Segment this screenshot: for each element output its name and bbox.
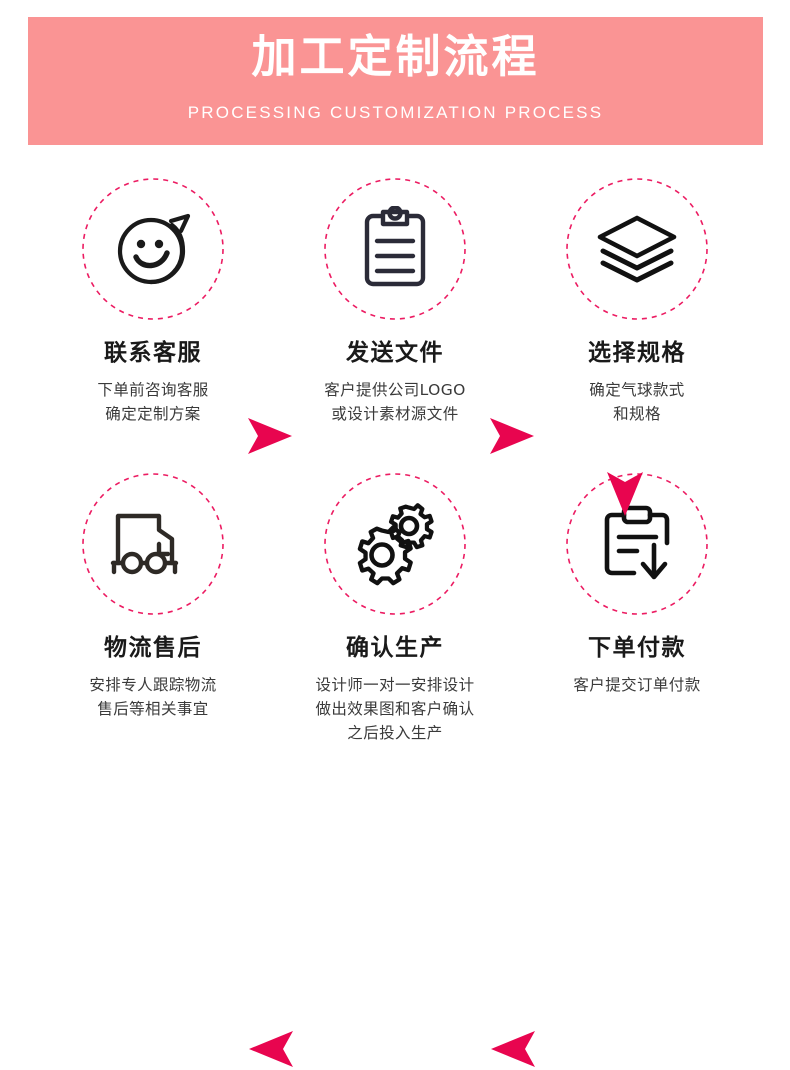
process-steps: 联系客服 下单前咨询客服 确定定制方案 — [0, 175, 790, 1067]
layers-stack-icon — [563, 175, 711, 323]
page-subtitle: PROCESSING CUSTOMIZATION PROCESS — [187, 103, 604, 122]
dashed-circle-ring — [324, 473, 466, 615]
step-description: 客户提交订单付款 — [512, 673, 762, 697]
desc-line: 售后等相关事宜 — [97, 700, 209, 719]
step-description: 设计师一对一安排设计 做出效果图和客户确认 之后投入生产 — [270, 673, 520, 745]
step-description: 安排专人跟踪物流 售后等相关事宜 — [28, 673, 278, 721]
step-description: 客户提供公司LOGO 或设计素材源文件 — [270, 378, 520, 426]
step-title: 物流售后 — [104, 635, 202, 661]
clipboard-document-icon — [321, 175, 469, 323]
step-title: 选择规格 — [588, 340, 686, 366]
arrow-step3-to-step4 — [604, 468, 646, 520]
desc-line: 客户提供公司LOGO — [324, 381, 466, 399]
dashed-circle-ring — [82, 473, 224, 615]
desc-line: 设计师一对一安排设计 — [315, 676, 475, 694]
step-choose-spec[interactable]: 选择规格 确定气球款式 和规格 — [512, 175, 762, 426]
desc-line: 确定定制方案 — [105, 405, 201, 424]
step-send-files[interactable]: 发送文件 客户提供公司LOGO 或设计素材源文件 — [270, 175, 520, 426]
step-title: 联系客服 — [104, 340, 202, 366]
steps-row-bottom: 物流售后 安排专人跟踪物流 售后等相关事宜 — [0, 470, 790, 1067]
arrow-step2-to-step3 — [486, 415, 538, 457]
step-icon-circle — [563, 470, 711, 618]
desc-line: 安排专人跟踪物流 — [89, 676, 217, 694]
step-title: 确认生产 — [346, 635, 444, 661]
header-banner: 加工定制流程 PROCESSING CUSTOMIZATION PROCESS — [28, 17, 763, 145]
arrow-step5-to-step6 — [487, 1028, 539, 1070]
gears-icon — [321, 470, 469, 618]
dashed-circle-ring — [566, 178, 708, 320]
step-place-order-payment[interactable]: 下单付款 客户提交订单付款 — [512, 470, 762, 697]
desc-line: 客户提交订单付款 — [573, 676, 701, 694]
step-icon-circle — [321, 470, 469, 618]
dashed-circle-ring — [82, 178, 224, 320]
step-icon-circle — [321, 175, 469, 323]
step-title: 发送文件 — [346, 340, 444, 366]
dashed-circle-ring — [324, 178, 466, 320]
step-logistics-service[interactable]: 物流售后 安排专人跟踪物流 售后等相关事宜 — [28, 470, 278, 721]
step-contact-service[interactable]: 联系客服 下单前咨询客服 确定定制方案 — [28, 175, 278, 426]
step-icon-circle — [79, 175, 227, 323]
step-confirm-production[interactable]: 确认生产 设计师一对一安排设计 做出效果图和客户确认 之后投入生产 — [270, 470, 520, 745]
arrow-step1-to-step2 — [244, 415, 296, 457]
desc-line: 之后投入生产 — [347, 724, 443, 743]
order-download-icon — [563, 470, 711, 618]
step-description: 下单前咨询客服 确定定制方案 — [28, 378, 278, 426]
arrow-step4-to-step5 — [245, 1028, 297, 1070]
desc-line: 或设计素材源文件 — [331, 405, 459, 424]
desc-line: 和规格 — [613, 405, 661, 424]
steps-row-top: 联系客服 下单前咨询客服 确定定制方案 — [0, 175, 790, 470]
step-title: 下单付款 — [588, 635, 686, 661]
desc-line: 下单前咨询客服 — [97, 381, 209, 399]
step-icon-circle — [563, 175, 711, 323]
desc-line: 确定气球款式 — [589, 381, 685, 399]
step-description: 确定气球款式 和规格 — [512, 378, 762, 426]
page-title: 加工定制流程 — [251, 30, 540, 83]
delivery-truck-icon — [79, 470, 227, 618]
smiley-chat-bubble-icon — [79, 175, 227, 323]
desc-line: 做出效果图和客户确认 — [315, 700, 475, 719]
step-icon-circle — [79, 470, 227, 618]
dashed-circle-ring — [566, 473, 708, 615]
